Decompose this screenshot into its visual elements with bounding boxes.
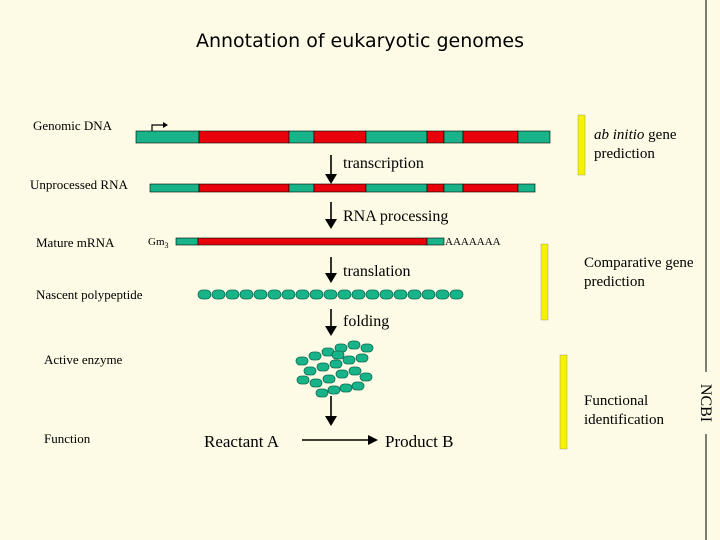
amino-acid <box>365 289 380 300</box>
step-rna-processing: RNA processing <box>343 208 449 225</box>
genomic-segment <box>198 130 290 144</box>
label-nascent-polypeptide: Nascent polypeptide <box>36 287 143 302</box>
folded-enzyme <box>295 340 374 398</box>
mrna-segment <box>197 237 428 246</box>
prediction-functional: Functional identification <box>584 393 664 428</box>
amino-acid <box>253 289 268 300</box>
mrna-segment <box>175 237 199 246</box>
genomic-dna-strand <box>135 130 551 144</box>
transcription-arrowhead <box>325 174 337 184</box>
amino-acid <box>308 351 322 361</box>
amino-acid <box>331 350 345 360</box>
amino-acid <box>315 388 329 398</box>
amino-acid <box>323 289 338 300</box>
reactant-label: Reactant A <box>204 432 280 451</box>
amino-acid <box>296 375 310 385</box>
amino-acid <box>351 381 365 391</box>
processing-arrowhead <box>325 219 337 229</box>
amino-acid <box>322 374 336 384</box>
amino-acid <box>267 289 282 300</box>
rna-segment <box>198 183 290 193</box>
amino-acid <box>211 289 226 300</box>
genomic-segment <box>365 130 428 144</box>
mature-mrna-strand <box>175 237 445 246</box>
amino-acid <box>351 289 366 300</box>
step-folding: folding <box>343 313 390 330</box>
label-unprocessed-rna: Unprocessed RNA <box>30 177 128 192</box>
product-label: Product B <box>385 432 454 451</box>
rna-segment <box>149 183 200 193</box>
step-translation: translation <box>343 263 411 280</box>
amino-acid <box>295 356 309 366</box>
translation-arrowhead <box>325 273 337 283</box>
amino-acid <box>316 362 330 372</box>
amino-acid <box>295 289 310 300</box>
step-transcription: transcription <box>343 155 424 172</box>
label-genomic-dna: Genomic DNA <box>33 118 113 133</box>
process-arrows <box>325 155 337 426</box>
amino-acid <box>309 289 324 300</box>
amino-acid <box>359 372 373 382</box>
rna-segment <box>462 183 519 193</box>
amino-acid <box>197 289 212 300</box>
label-active-enzyme: Active enzyme <box>44 352 123 367</box>
amino-acid <box>225 289 240 300</box>
amino-acid <box>309 378 323 388</box>
amino-acid <box>339 383 353 393</box>
functional-bar <box>559 354 568 450</box>
amino-acid <box>281 289 296 300</box>
function-arrowhead <box>325 416 337 426</box>
rna-segment <box>426 183 445 193</box>
label-mature-mrna: Mature mRNA <box>36 235 115 250</box>
transcription-start-arrowhead <box>163 122 168 128</box>
prediction-comparative: Comparative gene prediction <box>584 255 694 290</box>
nascent-polypeptide-chain <box>197 289 464 300</box>
amino-acid <box>348 366 362 376</box>
genomic-segment <box>517 130 551 144</box>
genomic-segment <box>288 130 315 144</box>
amino-acid <box>347 340 361 350</box>
genomic-segment <box>443 130 464 144</box>
genomic-segment <box>426 130 445 144</box>
amino-acid <box>407 289 422 300</box>
amino-acid <box>435 289 450 300</box>
genomic-segment <box>135 130 200 144</box>
amino-acid <box>329 359 343 369</box>
rna-segment <box>365 183 428 193</box>
transcription-start-arrow <box>151 124 166 131</box>
rna-segment <box>313 183 367 193</box>
amino-acid <box>379 289 394 300</box>
rna-segment <box>443 183 464 193</box>
folding-arrowhead <box>325 326 337 336</box>
comparative-bar <box>540 243 549 321</box>
genomic-segment <box>313 130 367 144</box>
amino-acid <box>360 343 374 353</box>
amino-acid <box>335 369 349 379</box>
slide-title: Annotation of eukaryotic genomes <box>195 30 525 52</box>
amino-acid <box>303 366 317 376</box>
ab-initio-bar <box>577 114 586 176</box>
amino-acid <box>421 289 436 300</box>
amino-acid <box>239 289 254 300</box>
mrna-cap: Gm3 <box>148 236 169 251</box>
label-function: Function <box>44 431 91 446</box>
unprocessed-rna-strand <box>149 183 536 193</box>
rna-segment <box>517 183 536 193</box>
amino-acid <box>327 385 341 395</box>
amino-acid <box>393 289 408 300</box>
reaction-arrowhead <box>368 435 378 445</box>
amino-acid <box>355 353 369 363</box>
mrna-polya-tail: AAAAAAA <box>445 236 501 248</box>
genomic-segment <box>462 130 519 144</box>
mrna-segment <box>426 237 445 246</box>
amino-acid <box>342 355 356 365</box>
amino-acid <box>337 289 352 300</box>
amino-acid <box>449 289 464 300</box>
rna-segment <box>288 183 315 193</box>
